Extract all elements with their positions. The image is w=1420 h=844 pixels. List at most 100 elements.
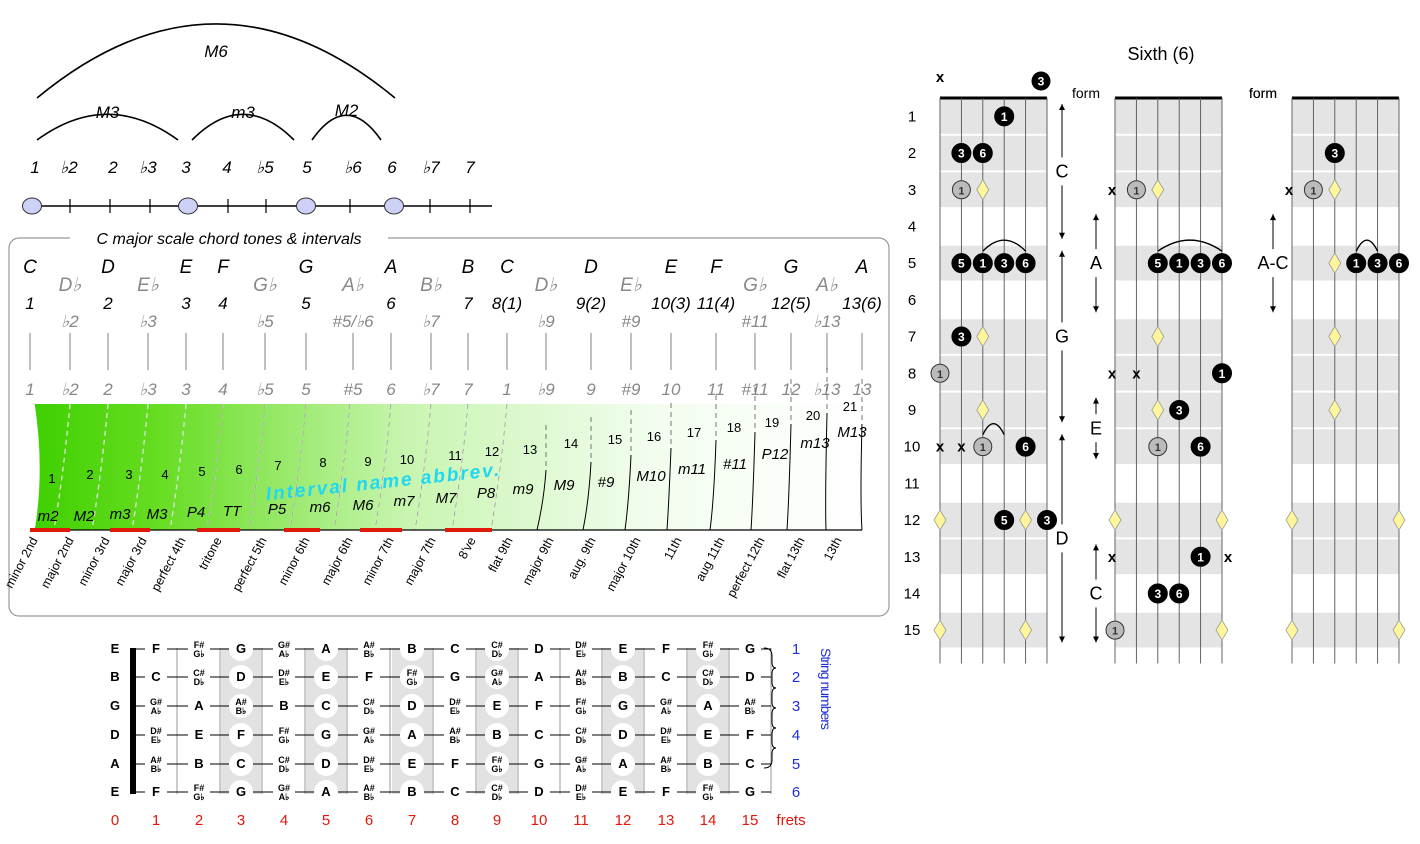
- muted-string-x: x: [1285, 182, 1294, 199]
- ladder-divider: [131, 403, 149, 531]
- ladder-divider: [53, 403, 71, 531]
- note-circle: [611, 637, 635, 661]
- chord-note-dot: [930, 363, 950, 383]
- note-bg: [188, 642, 210, 656]
- fret-note: F: [662, 784, 670, 799]
- interval-abbrev: #11: [723, 456, 747, 473]
- fret-note-flat: A♭: [151, 706, 162, 716]
- interval-semitones: 8: [319, 455, 326, 470]
- form-label: form: [1249, 85, 1277, 101]
- note-circle: [696, 723, 720, 747]
- interval-semitones: 2: [86, 467, 93, 482]
- ladder-divider: [53, 403, 71, 531]
- muted-string-x: x: [1108, 365, 1117, 382]
- scale-note: C: [500, 257, 514, 278]
- fret-label: 15: [904, 622, 921, 639]
- scale-note: F: [217, 257, 230, 278]
- interval-semitones: 13: [523, 442, 537, 457]
- interval-semitones: 5: [198, 464, 205, 479]
- chord-note-label: 3: [1154, 587, 1161, 601]
- fret-note-sharp: C#: [491, 783, 503, 793]
- string-number: 3: [792, 698, 800, 715]
- fret-shade: [1292, 501, 1399, 539]
- scale-note: E: [180, 257, 193, 278]
- chord-note-label: 3: [958, 330, 965, 344]
- fret-number: 5: [322, 812, 330, 829]
- chord-note-label: 3: [958, 147, 965, 161]
- muted-string-x: x: [936, 439, 945, 456]
- fret-shade: [1292, 538, 1399, 576]
- note-bg: [145, 642, 167, 656]
- form-arrow: [1270, 306, 1276, 313]
- scale-note: D♭: [535, 275, 559, 296]
- fret-shade: [1115, 354, 1222, 392]
- fret-note-sharp: F#: [279, 726, 290, 736]
- ladder-degree: ♭2: [61, 380, 79, 399]
- interval-abbrev: m6: [310, 499, 331, 516]
- chord-note-dot: [1126, 180, 1146, 200]
- open-string-note: G: [110, 698, 120, 713]
- fret-label: 5: [908, 255, 916, 272]
- note-circle: [485, 637, 509, 661]
- position-marker-diamond: [1328, 399, 1342, 421]
- note-circle: [611, 752, 635, 776]
- note-circle: [611, 694, 635, 718]
- chord-note-label: 6: [979, 147, 986, 161]
- note-bg: [655, 699, 677, 713]
- fret-note: D: [745, 669, 754, 684]
- fret-note-flat: A♭: [279, 792, 290, 802]
- chord-note-dot: [1031, 71, 1051, 91]
- open-string-note: A: [110, 756, 120, 771]
- fret-note-sharp: F#: [194, 640, 205, 650]
- note-bg: [273, 699, 295, 713]
- chord-note-dot: [972, 143, 993, 164]
- chord-tone-dot: [22, 197, 42, 215]
- scale-degree: 12(5): [771, 294, 811, 313]
- scale-note: D♭: [59, 275, 83, 296]
- interval-semitones: 18: [727, 420, 741, 435]
- degree-label: 4: [222, 158, 231, 177]
- chord-note-label: 5: [1154, 257, 1161, 271]
- fret-note: F: [451, 756, 459, 771]
- note-bg: [188, 699, 210, 713]
- fret-note: C: [450, 784, 460, 799]
- scale-degree: #9: [622, 312, 641, 331]
- fret-number: 7: [408, 812, 416, 829]
- fret-note: D: [618, 727, 627, 742]
- position-marker-diamond: [1215, 509, 1229, 531]
- chord-note-dot: [1015, 436, 1036, 457]
- note-bg: [739, 785, 761, 799]
- fret-shade: [940, 354, 1047, 392]
- note-bg: [358, 699, 380, 713]
- note-bg: [273, 670, 295, 684]
- string-caption: String numbers: [818, 648, 834, 730]
- fret-note-sharp: C#: [363, 697, 375, 707]
- fret-note-sharp: D#: [575, 640, 587, 650]
- fret-note: C: [450, 641, 460, 656]
- fret-note: C: [151, 669, 161, 684]
- scale-degree: 3: [181, 294, 191, 313]
- scale-intervals-panel: C major scale chord tones & intervalsC1D…: [2, 228, 890, 617]
- note-bg: [570, 757, 592, 771]
- scale-degree: #5/♭6: [332, 312, 374, 331]
- fret-note-flat: B♭: [236, 706, 247, 716]
- scale-degree: ♭5: [256, 312, 274, 331]
- note-bg: [145, 699, 167, 713]
- note-bg: [188, 757, 210, 771]
- fret-note-sharp: F#: [407, 668, 418, 678]
- fret-shade: [1292, 318, 1399, 355]
- fret-label: 12: [904, 512, 921, 529]
- chord-note-dot: [1015, 253, 1036, 274]
- fret-note: A: [321, 641, 331, 656]
- chord-note-label: 6: [1176, 587, 1183, 601]
- note-circle: [400, 752, 424, 776]
- form-name: C: [1090, 583, 1103, 603]
- position-marker-diamond: [1108, 509, 1122, 531]
- fret-note: E: [408, 756, 417, 771]
- chord-note-label: 3: [1331, 147, 1338, 161]
- scale-note: A: [384, 257, 398, 278]
- chord-note-dot: [951, 143, 972, 164]
- degree-label: ♭7: [422, 158, 440, 177]
- position-marker-diamond: [1151, 325, 1165, 348]
